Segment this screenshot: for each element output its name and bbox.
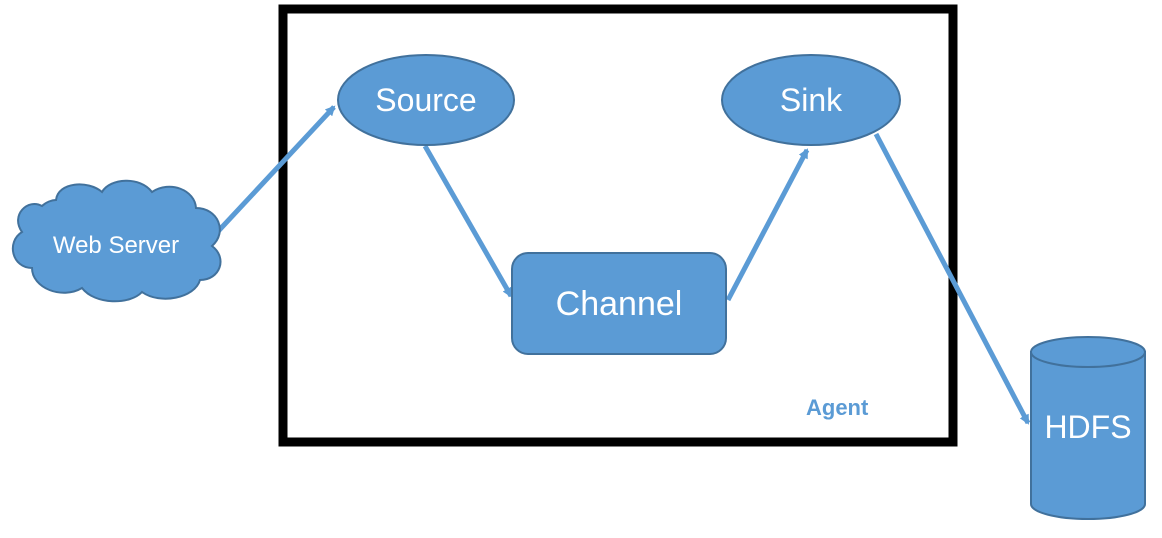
arrow-sink-to-hdfs: [873, 132, 1031, 425]
sink-label: Sink: [780, 82, 843, 118]
arrow-webserver-to-source: [208, 105, 336, 242]
sink-node: Sink: [721, 54, 901, 146]
channel-node: Channel: [511, 252, 727, 355]
channel-label: Channel: [556, 285, 683, 323]
arrow-source-to-channel: [422, 144, 514, 298]
source-node: Source: [337, 54, 515, 146]
web-server-cloud: Web Server: [12, 179, 222, 303]
hdfs-label: HDFS: [1044, 409, 1131, 445]
web-server-label: Web Server: [53, 232, 179, 259]
agent-label: Agent: [806, 395, 869, 420]
arrow-channel-to-sink: [725, 148, 810, 302]
hdfs-cylinder: HDFS: [1030, 336, 1146, 520]
source-label: Source: [375, 82, 476, 118]
